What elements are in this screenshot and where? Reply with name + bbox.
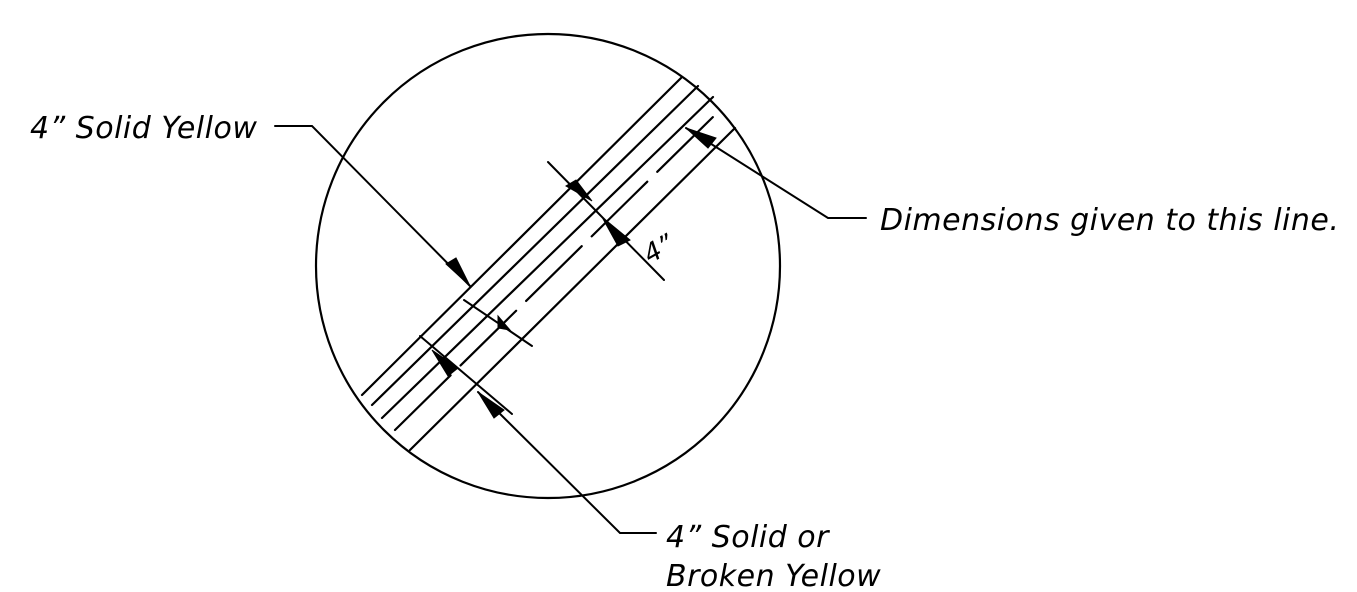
line-outer-lower bbox=[408, 126, 737, 452]
dimension-label: 4” bbox=[639, 229, 680, 270]
leader-broken-yellow bbox=[431, 349, 657, 534]
line-outer-upper bbox=[360, 76, 683, 397]
label-dimensions: Dimensions given to this line. bbox=[880, 203, 1339, 238]
leader-line-solid-yellow bbox=[274, 125, 471, 287]
arrow-upper-b bbox=[601, 216, 631, 247]
extension-line-lower bbox=[419, 335, 513, 415]
line-inner-upper-1 bbox=[370, 84, 700, 407]
leader-arrow-dimensions bbox=[685, 127, 717, 149]
arrow-broken-inner bbox=[431, 349, 459, 377]
leader-arrow-broken-yellow bbox=[477, 391, 505, 419]
label-broken-yellow: Broken Yellow bbox=[666, 559, 881, 592]
arrow-yellow-inner bbox=[497, 314, 512, 331]
leader-arrow-solid-yellow bbox=[445, 257, 471, 287]
leader-line-broken-yellow bbox=[477, 391, 657, 534]
leader-line-dimensions bbox=[685, 127, 867, 219]
leader-dimensions bbox=[685, 127, 867, 219]
label-solid-yellow: 4” Solid Yellow bbox=[30, 111, 257, 146]
label-solid-or: 4” Solid or bbox=[666, 520, 830, 555]
arrow-upper-a bbox=[565, 179, 593, 202]
dimension-upper bbox=[547, 161, 665, 281]
line-inner-upper-2 bbox=[380, 95, 715, 420]
line-broken-yellow bbox=[393, 112, 718, 432]
detail-circle bbox=[314, 32, 782, 500]
leader-solid-yellow bbox=[274, 125, 512, 331]
marking-lines bbox=[360, 76, 737, 452]
